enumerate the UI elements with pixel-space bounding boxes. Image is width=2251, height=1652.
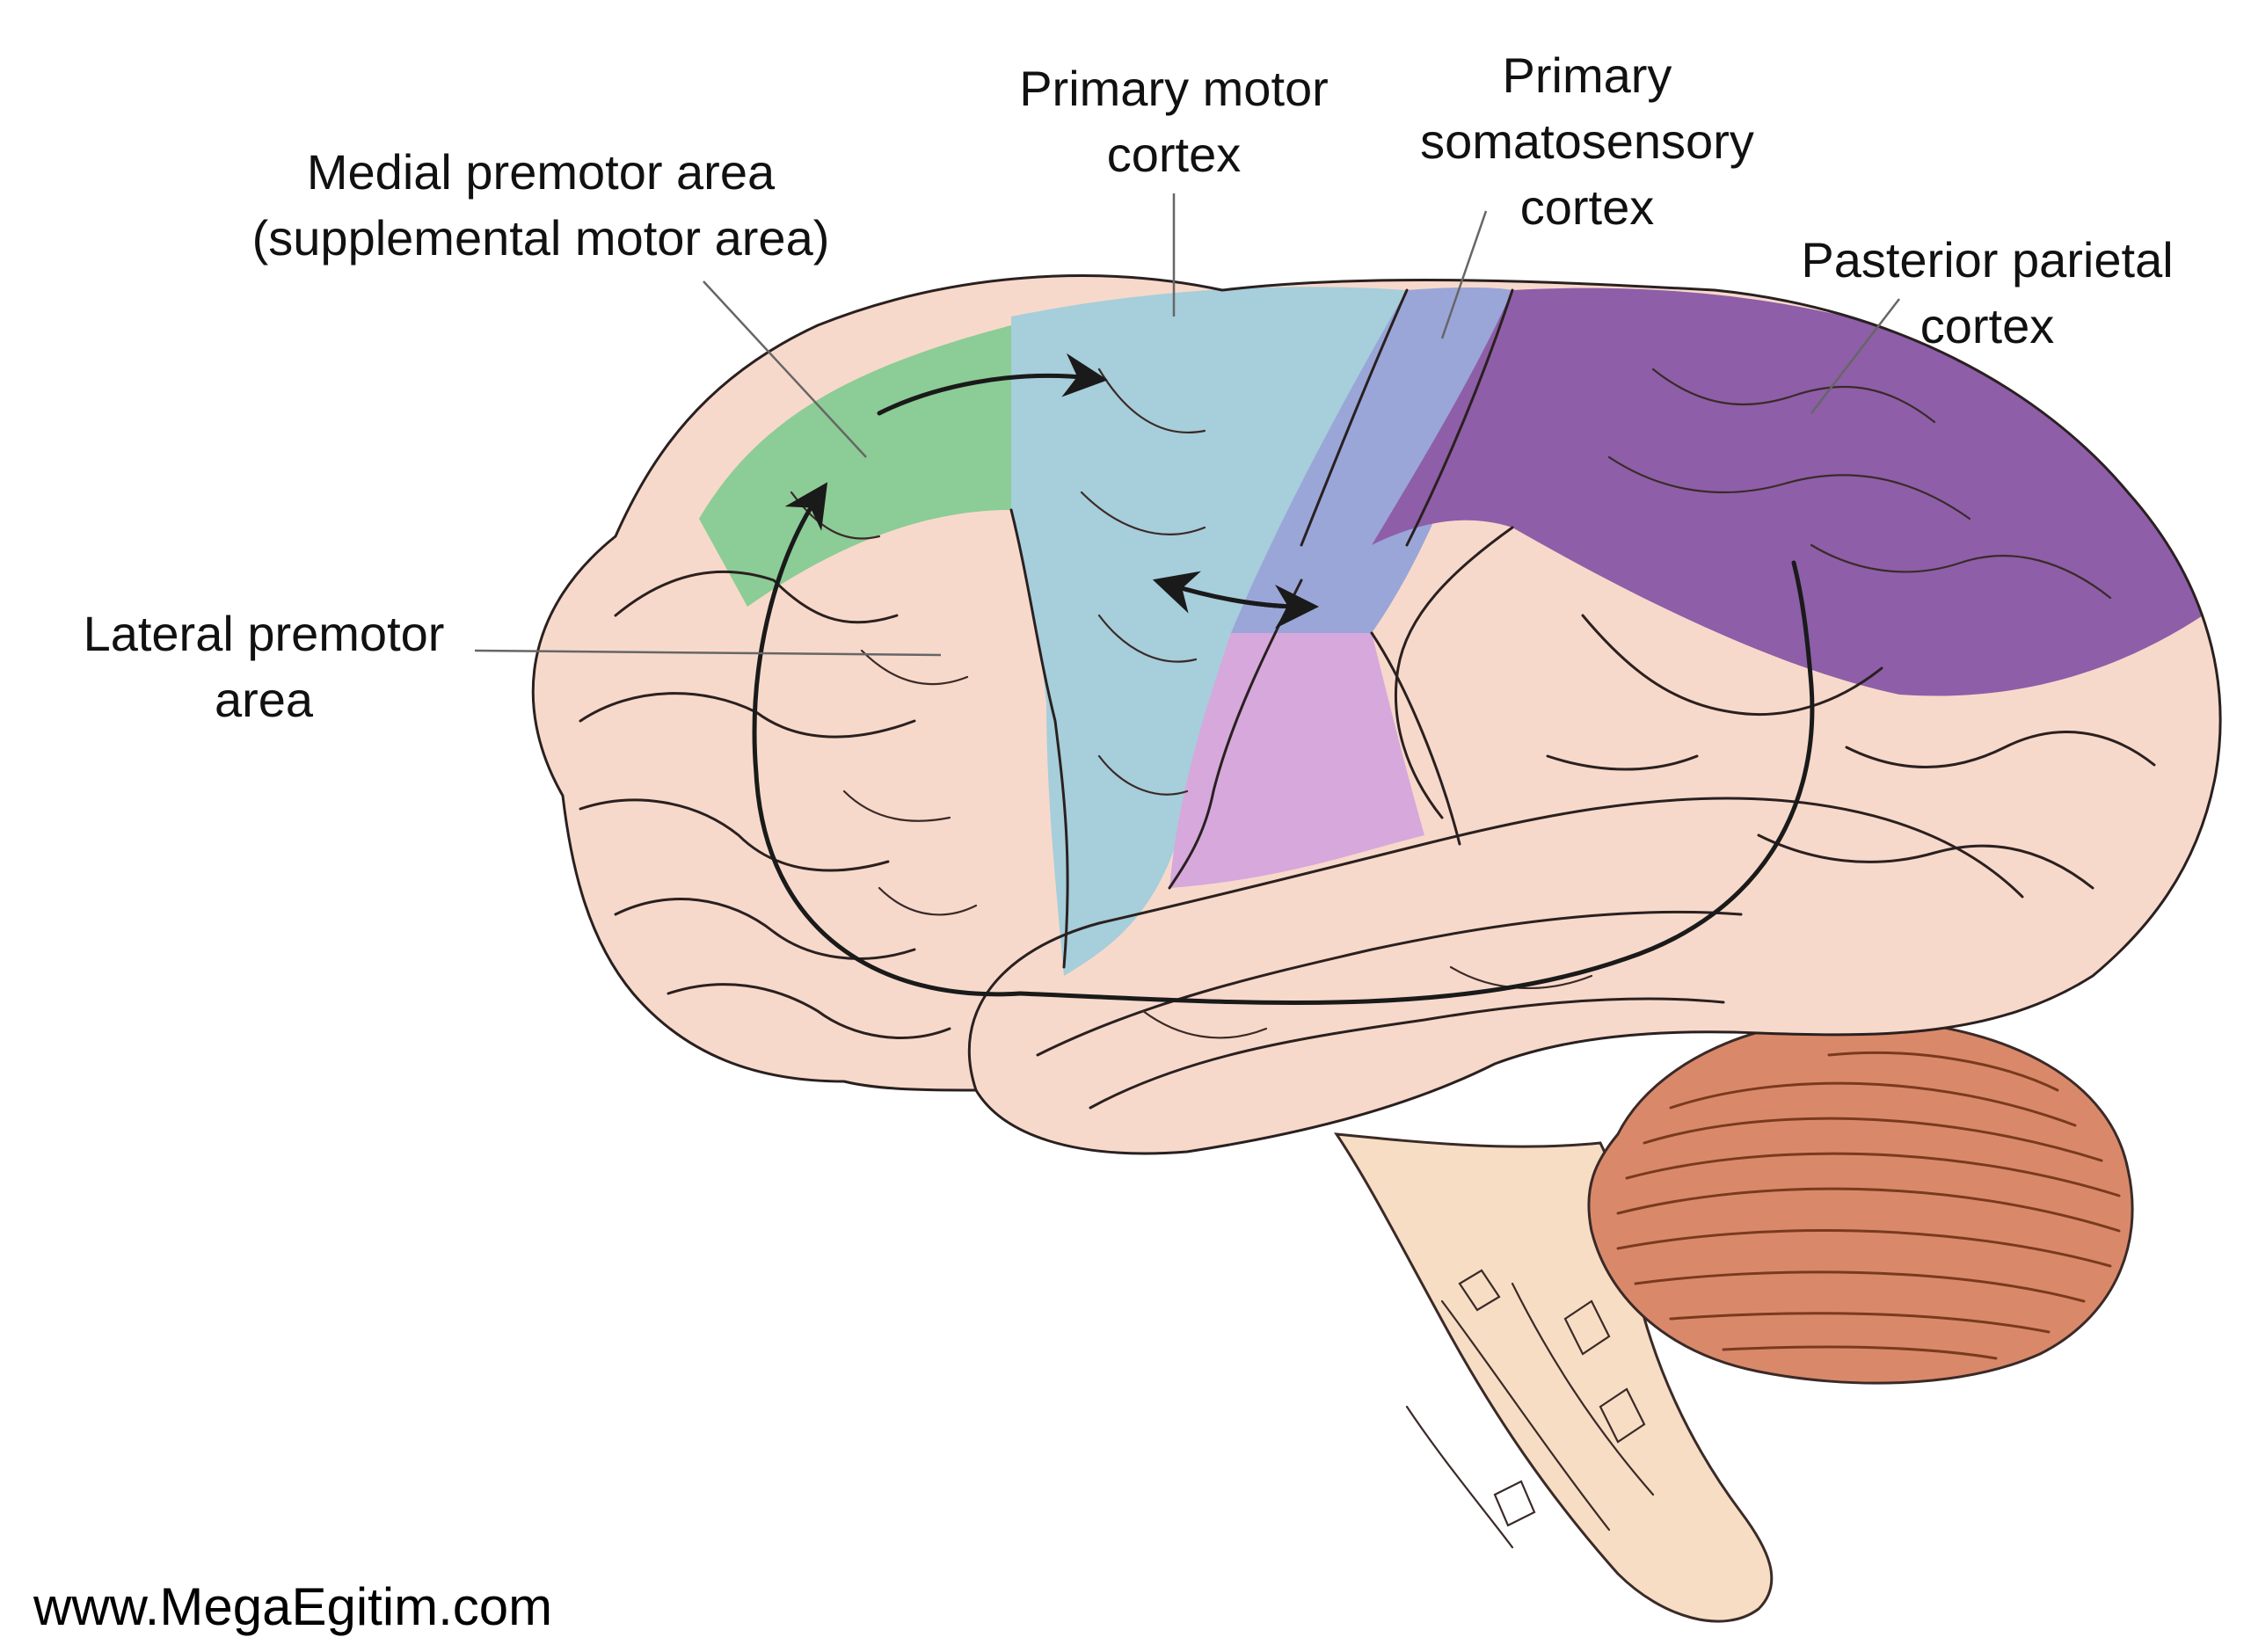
leader-somatosensory: [1440, 210, 1488, 339]
loop-arrow-lower: [1017, 560, 1815, 1005]
medial-to-motor-arrow: [877, 353, 1108, 416]
leader-medial-premotor: [703, 280, 867, 458]
label-lateral-premotor-line2: area: [215, 672, 314, 727]
leader-posterior-parietal: [1810, 298, 1900, 414]
label-primary-motor-line1: Primary motor: [1019, 61, 1329, 116]
label-somatosensory-line3: cortex: [1520, 179, 1655, 235]
label-posterior-parietal-line2: cortex: [1920, 298, 2055, 353]
leader-lateral-premotor: [474, 649, 942, 657]
label-medial-premotor-line2: (supplemental motor area): [252, 210, 830, 266]
region-somatosensory-upper: [1231, 287, 1512, 633]
label-somatosensory-line2: somatosensory: [1420, 113, 1754, 169]
region-primary-motor: [1011, 287, 1407, 976]
label-lateral-premotor-line1: Lateral premotor: [84, 606, 445, 661]
cerebrum-outline: [531, 274, 2222, 1155]
pathway-arrows: [752, 353, 1815, 1005]
label-somatosensory-line1: Primary: [1503, 47, 1672, 103]
label-posterior-parietal-line1: Pasterior parietal: [1801, 232, 2173, 287]
label-medial-premotor-line1: Medial premotor area: [307, 144, 776, 200]
sulci: [579, 288, 2156, 1110]
loop-arrow: [752, 482, 1023, 997]
region-posterior-parietal: [1372, 287, 2216, 696]
brainstem: [1333, 1132, 1774, 1623]
watermark: www.MegaEgitim.com: [33, 1577, 552, 1636]
somatosensory-motor-arrow: [1152, 571, 1304, 614]
leader-lines: [474, 193, 1900, 657]
cerebellum: [1587, 1017, 2134, 1385]
region-medial-premotor: [699, 325, 1011, 607]
region-somatosensory-lower: [1169, 633, 1424, 888]
label-primary-motor-line2: cortex: [1107, 127, 1242, 182]
